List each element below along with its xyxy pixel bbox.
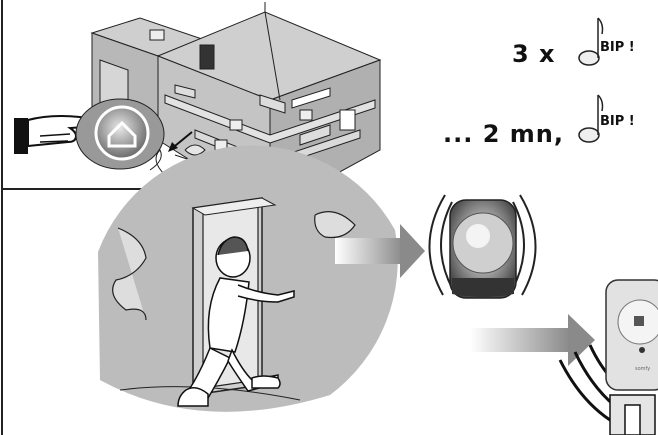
intruder-scene: [98, 146, 398, 412]
siren-icon: [429, 195, 535, 298]
beep-label-2: BIP !: [600, 114, 635, 129]
arrow-icon-2: [470, 314, 595, 366]
brand-label: somfy: [635, 366, 650, 372]
music-note-icon: [579, 18, 603, 65]
beep-count-label: 3 x: [512, 40, 556, 68]
music-note-icon-2: [579, 95, 603, 142]
delay-label: ... 2 mn,: [443, 120, 564, 148]
beep-label: BIP !: [600, 40, 635, 55]
home-button-icon: [76, 99, 164, 169]
